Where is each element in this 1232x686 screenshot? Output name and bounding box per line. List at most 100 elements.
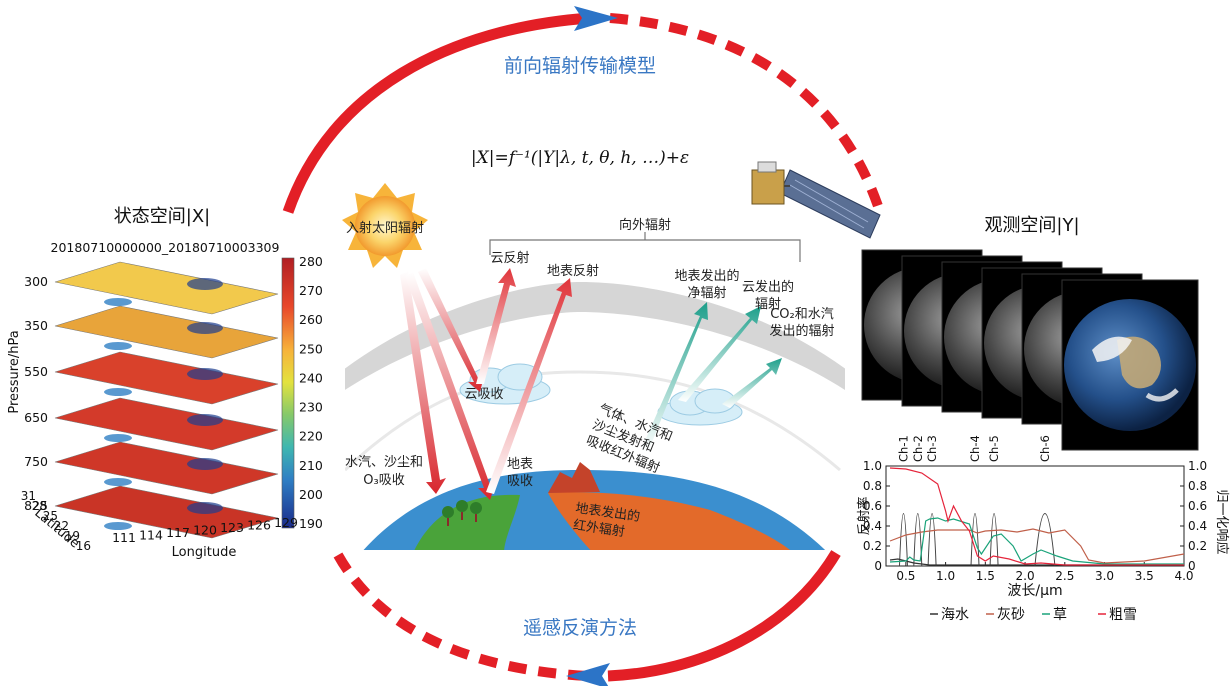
x-tick-label: 3.0 <box>1095 569 1114 583</box>
observation-space-panel: 观测空间|Y| <box>861 215 1199 451</box>
colorbar-tick: 240 <box>299 370 323 385</box>
x-tick-label: 1.0 <box>936 569 955 583</box>
low-pressure-core <box>187 502 223 514</box>
channel-label: Ch-2 <box>911 435 925 462</box>
channel-response <box>970 513 980 567</box>
y-right-tick-label: 0.6 <box>1188 499 1207 513</box>
pressure-level-tick: 350 <box>24 318 48 333</box>
layer-surface <box>54 441 279 495</box>
sun-icon <box>342 183 428 268</box>
cloud-absorb-label: 云吸收 <box>464 387 503 402</box>
pressure-axis-label: Pressure/hPa <box>7 330 22 413</box>
cloud-swirl <box>1092 336 1132 362</box>
longitude-tick: 123 <box>220 520 244 535</box>
continent-shape <box>1117 336 1161 389</box>
co2-emit-label-1: CO₂和水汽 <box>770 307 834 322</box>
outer-atmosphere-band <box>345 282 845 391</box>
temperature-layer <box>54 485 279 539</box>
channel-response-curves <box>898 513 1056 567</box>
state-space-panel: 状态空间|X| 20180710000000_20180710003309 Pr… <box>7 206 323 560</box>
y-right-tick-label: 0.2 <box>1188 539 1207 553</box>
y-right-tick-label: 0.8 <box>1188 479 1207 493</box>
pressure-level-tick: 550 <box>24 364 48 379</box>
x-tick-label: 2.5 <box>1055 569 1074 583</box>
surface-reflect-arrow <box>486 278 572 494</box>
x-tick-label: 1.5 <box>976 569 995 583</box>
y-tick-label: 1.0 <box>863 459 882 473</box>
colorbar-tick: 210 <box>299 458 323 473</box>
cloud-reflect-label: 云反射 <box>490 250 529 266</box>
layer-surface <box>54 485 279 539</box>
y-tick-label: 0.2 <box>863 539 882 553</box>
colorbar-tick: 220 <box>299 429 323 444</box>
state-space-title: 状态空间|X| <box>114 206 210 227</box>
cloud-emit-label-1: 云发出的 <box>742 279 794 295</box>
state-space-timestamp: 20180710000000_20180710003309 <box>51 240 280 255</box>
channel-label: Ch-3 <box>925 435 939 462</box>
y-right-tick-label: 0 <box>1188 559 1196 573</box>
longitude-axis-label: Longitude <box>172 545 237 560</box>
bottom-solid-arc <box>607 550 841 682</box>
colorbar <box>281 257 295 529</box>
series-line <box>889 467 1184 566</box>
co2-emit-arrow <box>722 358 782 408</box>
surface-absorb-label-1: 地表 <box>507 457 533 472</box>
colorbar-tick: 250 <box>299 341 323 356</box>
layer-surface <box>54 305 279 359</box>
x-tick-label: 2.0 <box>1016 569 1035 583</box>
top-dashed-arc <box>609 13 885 214</box>
reflectance-series <box>889 467 1185 566</box>
colorbar-tick: 280 <box>299 254 323 269</box>
channel-response <box>927 513 937 567</box>
incoming-arrow-2 <box>405 272 496 500</box>
surface-ir-label-2: 红外辐射 <box>572 517 626 540</box>
channel-label: Ch-6 <box>1038 435 1052 462</box>
series-line <box>889 528 1185 564</box>
pressure-level-tick: 650 <box>24 410 48 425</box>
retrieval-method-label: 遥感反演方法 <box>523 617 637 639</box>
low-pressure-core <box>187 278 223 290</box>
top-arrowhead <box>574 6 618 31</box>
channel-response <box>989 513 999 567</box>
trees-icon <box>442 500 482 526</box>
cool-patch <box>104 434 132 442</box>
layer-surface <box>54 397 279 451</box>
volcano-region <box>548 492 790 550</box>
legend-label: 灰砂 <box>997 607 1025 623</box>
pressure-level-tick: 750 <box>24 454 48 469</box>
x-tick-label: 4.0 <box>1174 569 1193 583</box>
cool-patch <box>104 298 132 306</box>
channel-response <box>913 513 923 567</box>
channel-response <box>1034 513 1056 567</box>
x-axis-label: 波长/μm <box>1007 583 1062 599</box>
x-tick-label: 0.5 <box>896 569 915 583</box>
longitude-tick: 114 <box>139 528 163 543</box>
cloud-emit-arrow <box>678 306 761 402</box>
temperature-layer <box>54 397 279 451</box>
cycle-arcs <box>282 6 885 686</box>
y-tick-label: 0 <box>874 559 882 573</box>
y-tick-label: 0.8 <box>863 479 882 493</box>
net-radiation-label-1: 地表发出的 <box>674 268 739 284</box>
colorbar-tick: 260 <box>299 312 323 327</box>
cloud-swirl <box>1145 388 1179 402</box>
chart-legend: 海水灰砂草粗雪 <box>930 607 1137 623</box>
latitude-tick: 19 <box>65 529 80 543</box>
y-axis-label-right: 归一化响应 <box>1214 489 1230 554</box>
land-mass <box>414 494 520 550</box>
colorbar-tick: 200 <box>299 487 323 502</box>
layer-surface <box>54 351 279 405</box>
volcano <box>548 462 600 493</box>
x-tick-label: 3.5 <box>1135 569 1154 583</box>
observation-space-title: 观测空间|Y| <box>984 215 1079 236</box>
temperature-layer <box>54 261 279 315</box>
longitude-tick: 120 <box>193 523 217 538</box>
cloud-emit-label-2: 辐射 <box>755 296 781 312</box>
low-pressure-core <box>187 458 223 470</box>
cool-patch <box>104 388 132 396</box>
net-radiation-arrow <box>640 302 708 452</box>
